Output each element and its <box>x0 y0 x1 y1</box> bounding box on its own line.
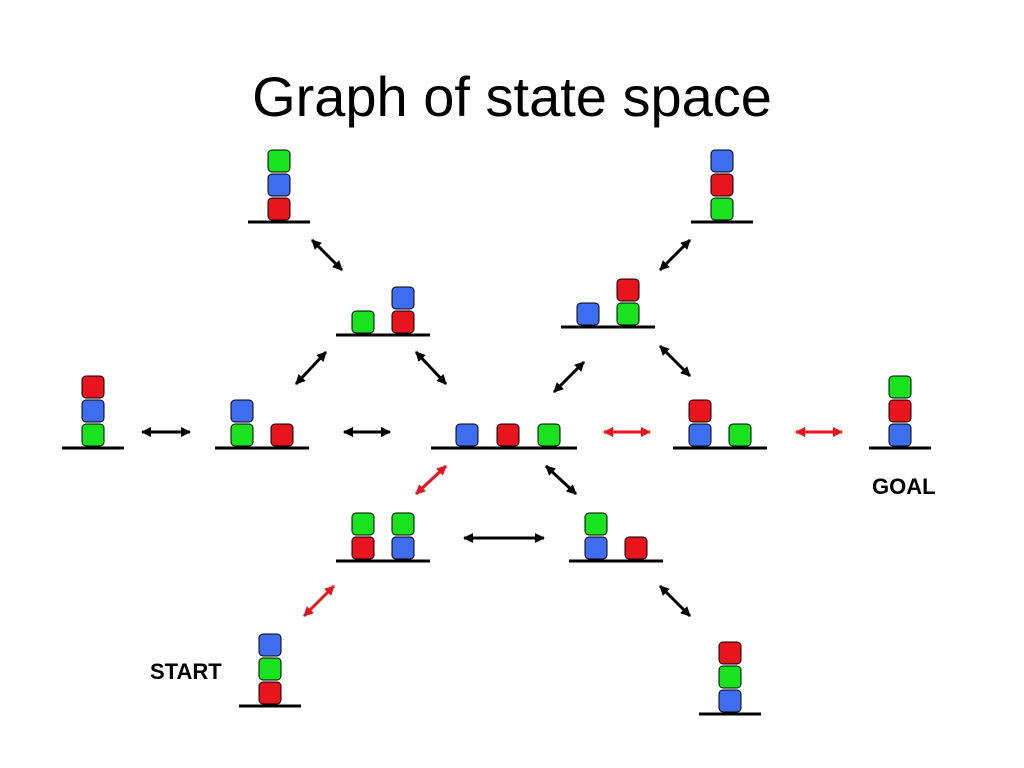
edge-s7-s8-arrow <box>302 584 336 618</box>
edge-s13-s14-arrow <box>658 584 692 618</box>
green-block <box>728 423 752 447</box>
state-s2 <box>215 399 309 450</box>
green-block <box>258 657 282 681</box>
green-block <box>267 149 291 173</box>
green-block <box>537 423 561 447</box>
blue-block <box>584 536 608 560</box>
edge-s3-s5-arrow <box>414 350 448 386</box>
blue-block <box>258 633 282 657</box>
red-block <box>718 641 742 665</box>
edge-s3-s4-arrow <box>310 238 344 272</box>
edge-s5-s10-arrow <box>552 360 586 394</box>
state-s9 <box>691 149 753 224</box>
state-s8 <box>239 633 301 708</box>
red-block <box>351 536 375 560</box>
state-s13 <box>569 512 663 563</box>
blue-block <box>888 423 912 447</box>
state-s14 <box>699 641 761 716</box>
red-block <box>616 278 640 302</box>
state-s6 <box>336 512 430 563</box>
edges-layer <box>141 238 843 618</box>
red-block <box>888 399 912 423</box>
red-block <box>624 536 648 560</box>
slide-title: Graph of state space <box>252 65 772 128</box>
red-block <box>710 173 734 197</box>
red-block <box>688 399 712 423</box>
red-block <box>391 310 415 334</box>
blue-block <box>718 689 742 713</box>
blue-block <box>710 149 734 173</box>
edge-s5-s13-arrow <box>544 464 578 496</box>
blue-block <box>230 399 254 423</box>
blue-block <box>267 173 291 197</box>
start-label: START <box>150 659 222 684</box>
red-block <box>81 375 105 399</box>
goal-label: GOAL <box>872 474 936 499</box>
edge-s9-s10-arrow <box>658 238 692 272</box>
state-s5 <box>431 423 577 450</box>
red-block <box>270 423 294 447</box>
green-block <box>351 310 375 334</box>
green-block <box>230 423 254 447</box>
edge-s5-s7-arrow <box>414 464 448 496</box>
state-s7 <box>336 512 430 563</box>
green-block <box>888 375 912 399</box>
green-block <box>351 512 375 536</box>
state-s4 <box>248 149 310 224</box>
blue-block <box>391 536 415 560</box>
red-block <box>267 197 291 221</box>
green-block <box>391 512 415 536</box>
state-s11 <box>673 399 767 450</box>
green-block <box>718 665 742 689</box>
state-s10 <box>561 278 655 329</box>
states-layer <box>62 149 931 716</box>
green-block <box>616 302 640 326</box>
blue-block <box>81 399 105 423</box>
edge-s10-s11-arrow <box>658 344 692 378</box>
red-block <box>258 681 282 705</box>
state-s3 <box>336 286 430 337</box>
blue-block <box>455 423 479 447</box>
state-s12 <box>869 375 931 450</box>
blue-block <box>688 423 712 447</box>
blue-block <box>576 302 600 326</box>
blue-block <box>391 286 415 310</box>
green-block <box>710 197 734 221</box>
red-block <box>496 423 520 447</box>
edge-s2-s3-arrow <box>294 350 328 386</box>
state-s1 <box>62 375 124 450</box>
green-block <box>81 423 105 447</box>
green-block <box>584 512 608 536</box>
